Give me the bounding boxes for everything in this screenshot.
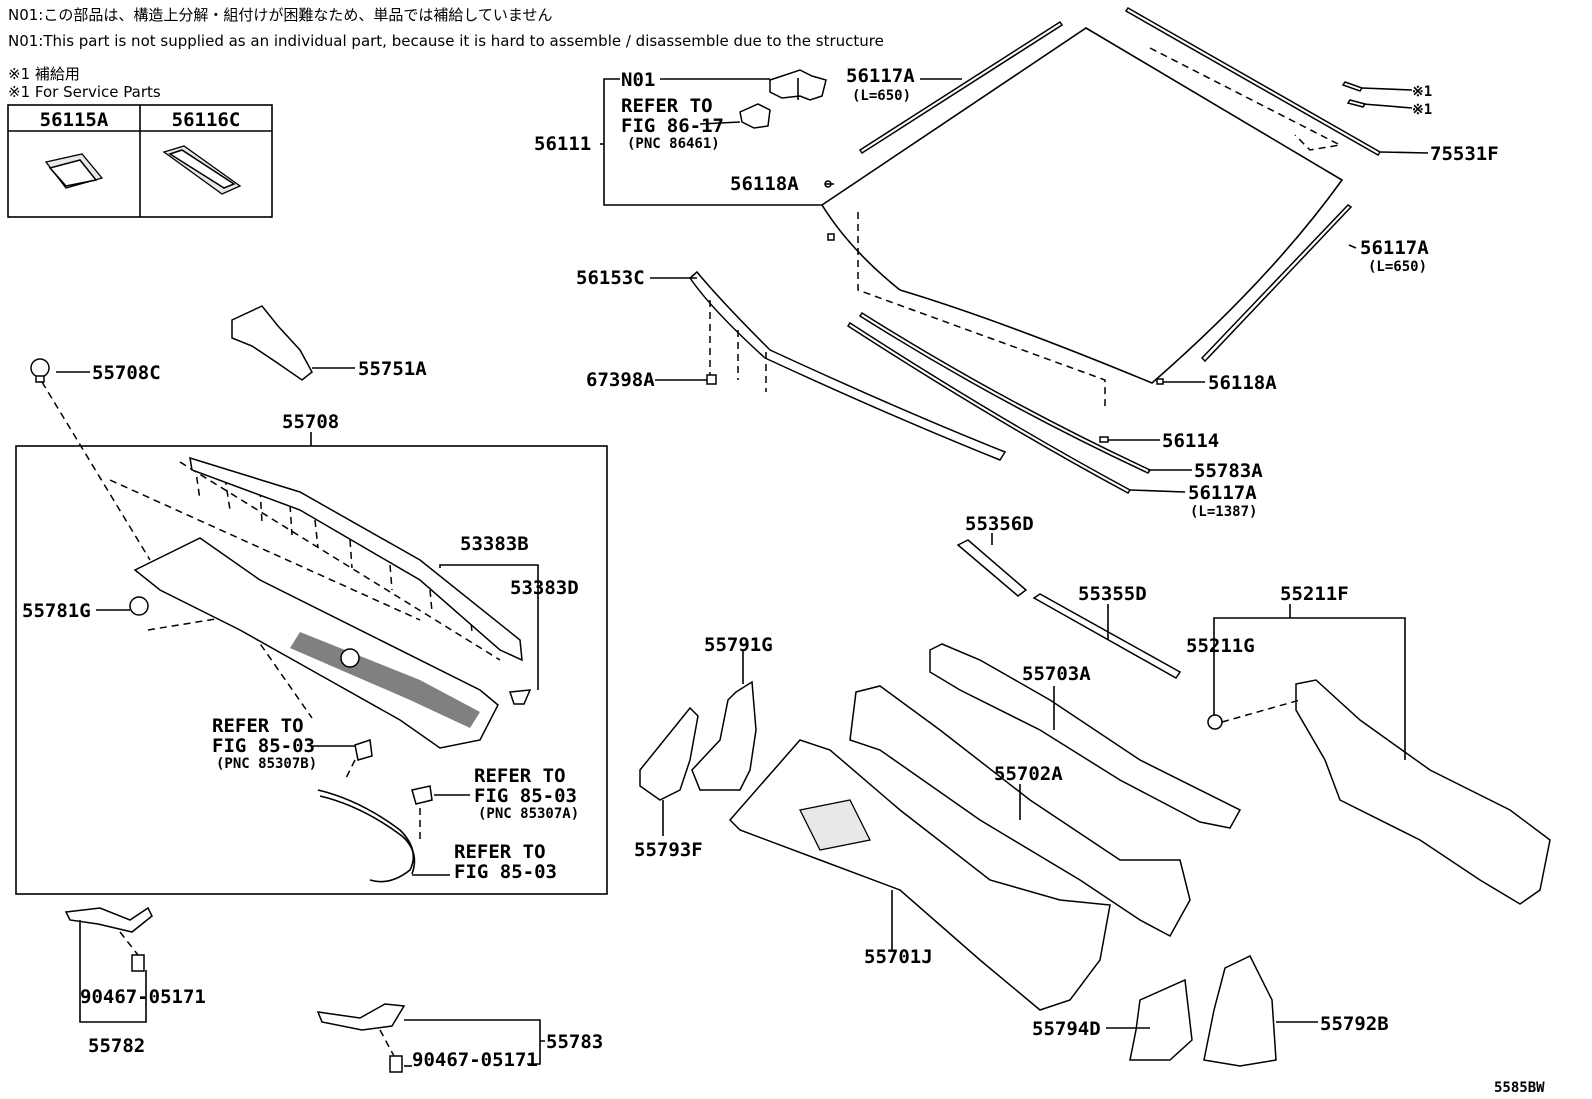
label-67398A: 67398A — [586, 369, 655, 391]
label-55702A: 55702A — [994, 763, 1063, 785]
panel-55703A — [929, 643, 1242, 829]
label-90467-a: 90467-05171 — [80, 986, 206, 1008]
service-table-col1: 56115A — [40, 109, 109, 131]
note-service-japanese: ※1 補給用 — [8, 65, 80, 83]
label-55708: 55708 — [282, 411, 339, 433]
label-note-mark-a: ※1 — [1412, 84, 1432, 100]
label-n01: N01 — [621, 69, 655, 91]
label-55791G: 55791G — [704, 634, 773, 656]
label-55781G: 55781G — [22, 600, 91, 622]
label-56153C: 56153C — [576, 267, 645, 289]
label-refer-86-17-line3: (PNC 86461) — [627, 136, 720, 152]
label-refer-b-line1: REFER TO — [212, 715, 304, 737]
label-55751A-text: 55751A — [358, 358, 427, 380]
label-55782: 55782 — [88, 1035, 145, 1057]
note-n01-english: N01:This part is not supplied as an indi… — [8, 32, 884, 50]
clip-55708C — [30, 358, 50, 383]
note-service-english: ※1 For Service Parts — [8, 83, 161, 101]
label-56111: 56111 — [534, 133, 591, 155]
label-56114: 56114 — [1162, 430, 1219, 452]
label-refer-c-line2: FIG 85-03 — [454, 861, 557, 883]
label-refer-c-line1: REFER TO — [454, 841, 546, 863]
label-refer-86-17-line1: REFER TO — [621, 95, 713, 117]
clip-55781G — [129, 596, 149, 616]
label-53383B: 53383B — [460, 533, 529, 555]
label-53383D: 53383D — [510, 577, 579, 599]
label-90467-b: 90467-05171 — [412, 1049, 538, 1071]
bracket-55782 — [64, 906, 153, 972]
label-55211G: 55211G — [1186, 635, 1255, 657]
label-56118A-left: 56118A — [730, 173, 799, 195]
panel-55211F — [1207, 679, 1551, 905]
label-55703A: 55703A — [1022, 663, 1091, 685]
label-length-bottom: (L=1387) — [1190, 504, 1257, 520]
clip-56116C-drawing — [162, 145, 242, 195]
label-refer-b-line3: (PNC 85307B) — [216, 756, 317, 772]
service-parts-table: 56115A 56116C — [7, 104, 273, 218]
label-56118A-right: 56118A — [1208, 372, 1277, 394]
bracket-55751A — [231, 305, 313, 381]
washer-nozzles-and-hose — [317, 738, 433, 883]
seal-55356D — [956, 539, 1028, 597]
label-55783: 55783 — [546, 1031, 603, 1053]
label-55211F: 55211F — [1280, 583, 1349, 605]
label-55783A: 55783A — [1194, 460, 1263, 482]
seal-55355D — [1032, 593, 1182, 679]
label-55794D: 55794D — [1032, 1018, 1101, 1040]
bracket-55791G — [691, 680, 757, 791]
bracket-55794D — [1129, 978, 1193, 1061]
label-55701J: 55701J — [864, 946, 933, 968]
label-refer-86-17-line2: FIG 86-17 — [621, 115, 724, 137]
clip-53383D — [508, 689, 532, 705]
service-table-col2: 56116C — [172, 109, 241, 131]
label-56117A-right: 56117A — [1360, 237, 1429, 259]
label-length-top: (L=650) — [852, 88, 911, 104]
label-refer-a-line3: (PNC 85307A) — [478, 806, 579, 822]
leader-lines — [56, 78, 1429, 1067]
bracket-55792B — [1203, 955, 1277, 1067]
label-55708C: 55708C — [92, 362, 161, 384]
bracket-55783 — [316, 1003, 406, 1073]
molding-strips — [688, 7, 1382, 494]
label-55793F: 55793F — [634, 839, 703, 861]
label-refer-a-line2: FIG 85-03 — [474, 785, 577, 807]
clip-56115A-drawing — [44, 153, 104, 189]
label-75531F: 75531F — [1430, 143, 1499, 165]
windshield-glass — [820, 27, 1344, 443]
label-56117A-top: 56117A — [846, 65, 915, 87]
label-refer-b-line2: FIG 85-03 — [212, 735, 315, 757]
bracket-55793F — [639, 706, 699, 801]
label-55792B: 55792B — [1320, 1013, 1389, 1035]
part-labels: N01 REFER TO FIG 86-17 (PNC 86461) 56111… — [22, 65, 1545, 1096]
label-56117A-bottom: 56117A — [1188, 482, 1257, 504]
label-refer-a-line1: REFER TO — [474, 765, 566, 787]
panel-55701J — [728, 739, 1111, 1011]
illustration-code: 5585BW — [1494, 1080, 1545, 1096]
cowl-louver-55708 — [133, 537, 499, 749]
label-55356D: 55356D — [965, 513, 1034, 535]
label-55355D: 55355D — [1078, 583, 1147, 605]
note-n01-japanese: N01:この部品は、構造上分解・組付けが困難なため、単品では補給していません — [8, 6, 553, 24]
mirror-bracket-parts — [739, 69, 827, 129]
cowl-top-panel-53383B — [189, 456, 523, 662]
label-length-right: (L=650) — [1368, 259, 1427, 275]
label-note-mark-b: ※1 — [1412, 102, 1432, 118]
